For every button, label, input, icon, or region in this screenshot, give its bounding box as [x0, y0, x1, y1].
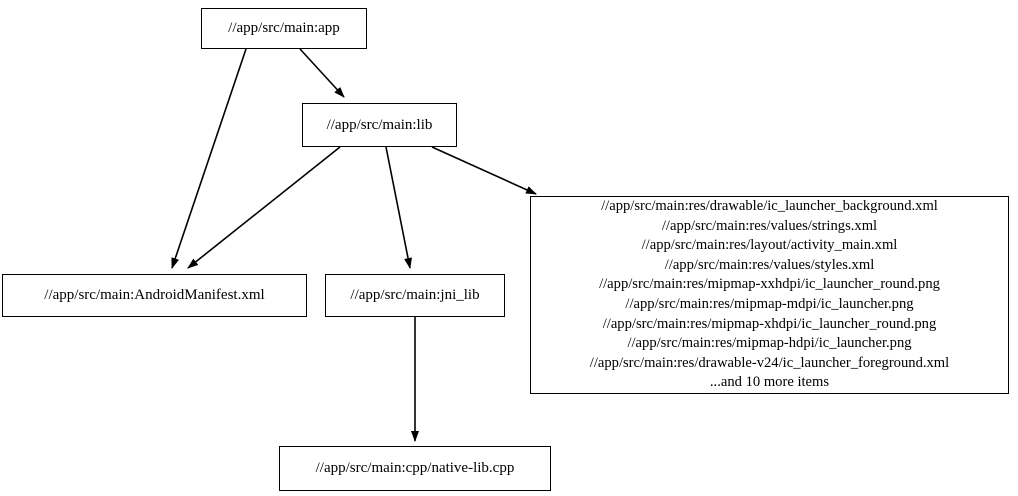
graph-node-native-lib-cpp[interactable]: //app/src/main:cpp/native-lib.cpp	[279, 446, 551, 491]
graph-node-app-label: //app/src/main:app	[228, 20, 340, 36]
graph-node-app[interactable]: //app/src/main:app	[201, 8, 367, 49]
edge-lib-to-res-bundle	[431, 146, 537, 195]
graph-node-jni-lib[interactable]: //app/src/main:jni_lib	[325, 274, 505, 317]
res-bundle-line: //app/src/main:res/values/styles.xml	[664, 256, 875, 273]
res-bundle-line: //app/src/main:res/mipmap-xxhdpi/ic_laun…	[599, 276, 940, 293]
res-bundle-line: //app/src/main:res/values/strings.xml	[661, 217, 878, 234]
graph-node-lib-label: //app/src/main:lib	[326, 116, 433, 133]
res-bundle-more-items: ...and 10 more items	[709, 374, 830, 391]
res-bundle-line: //app/src/main:res/mipmap-xhdpi/ic_launc…	[602, 315, 937, 332]
graph-node-android-manifest-label: //app/src/main:AndroidManifest.xml	[44, 287, 265, 303]
edge-app-to-manifest	[171, 48, 247, 269]
graph-node-android-manifest[interactable]: //app/src/main:AndroidManifest.xml	[2, 274, 307, 317]
graph-node-res-bundle[interactable]: //app/src/main:res/drawable/ic_launcher_…	[530, 196, 1009, 394]
edge-app-to-lib	[299, 48, 345, 98]
res-bundle-line: //app/src/main:res/drawable-v24/ic_launc…	[589, 354, 950, 371]
res-bundle-line: //app/src/main:res/mipmap-mdpi/ic_launch…	[625, 296, 914, 312]
edge-lib-to-manifest	[187, 146, 341, 269]
graph-node-lib[interactable]: //app/src/main:lib	[302, 103, 457, 147]
res-bundle-line: //app/src/main:res/mipmap-hdpi/ic_launch…	[627, 335, 912, 352]
graph-node-jni-lib-label: //app/src/main:jni_lib	[350, 287, 480, 303]
res-bundle-line: //app/src/main:res/drawable/ic_launcher_…	[601, 198, 938, 215]
res-bundle-line: //app/src/main:res/layout/activity_main.…	[641, 237, 898, 254]
edge-lib-to-jni-lib	[385, 146, 412, 269]
graph-node-native-lib-cpp-label: //app/src/main:cpp/native-lib.cpp	[315, 460, 515, 476]
